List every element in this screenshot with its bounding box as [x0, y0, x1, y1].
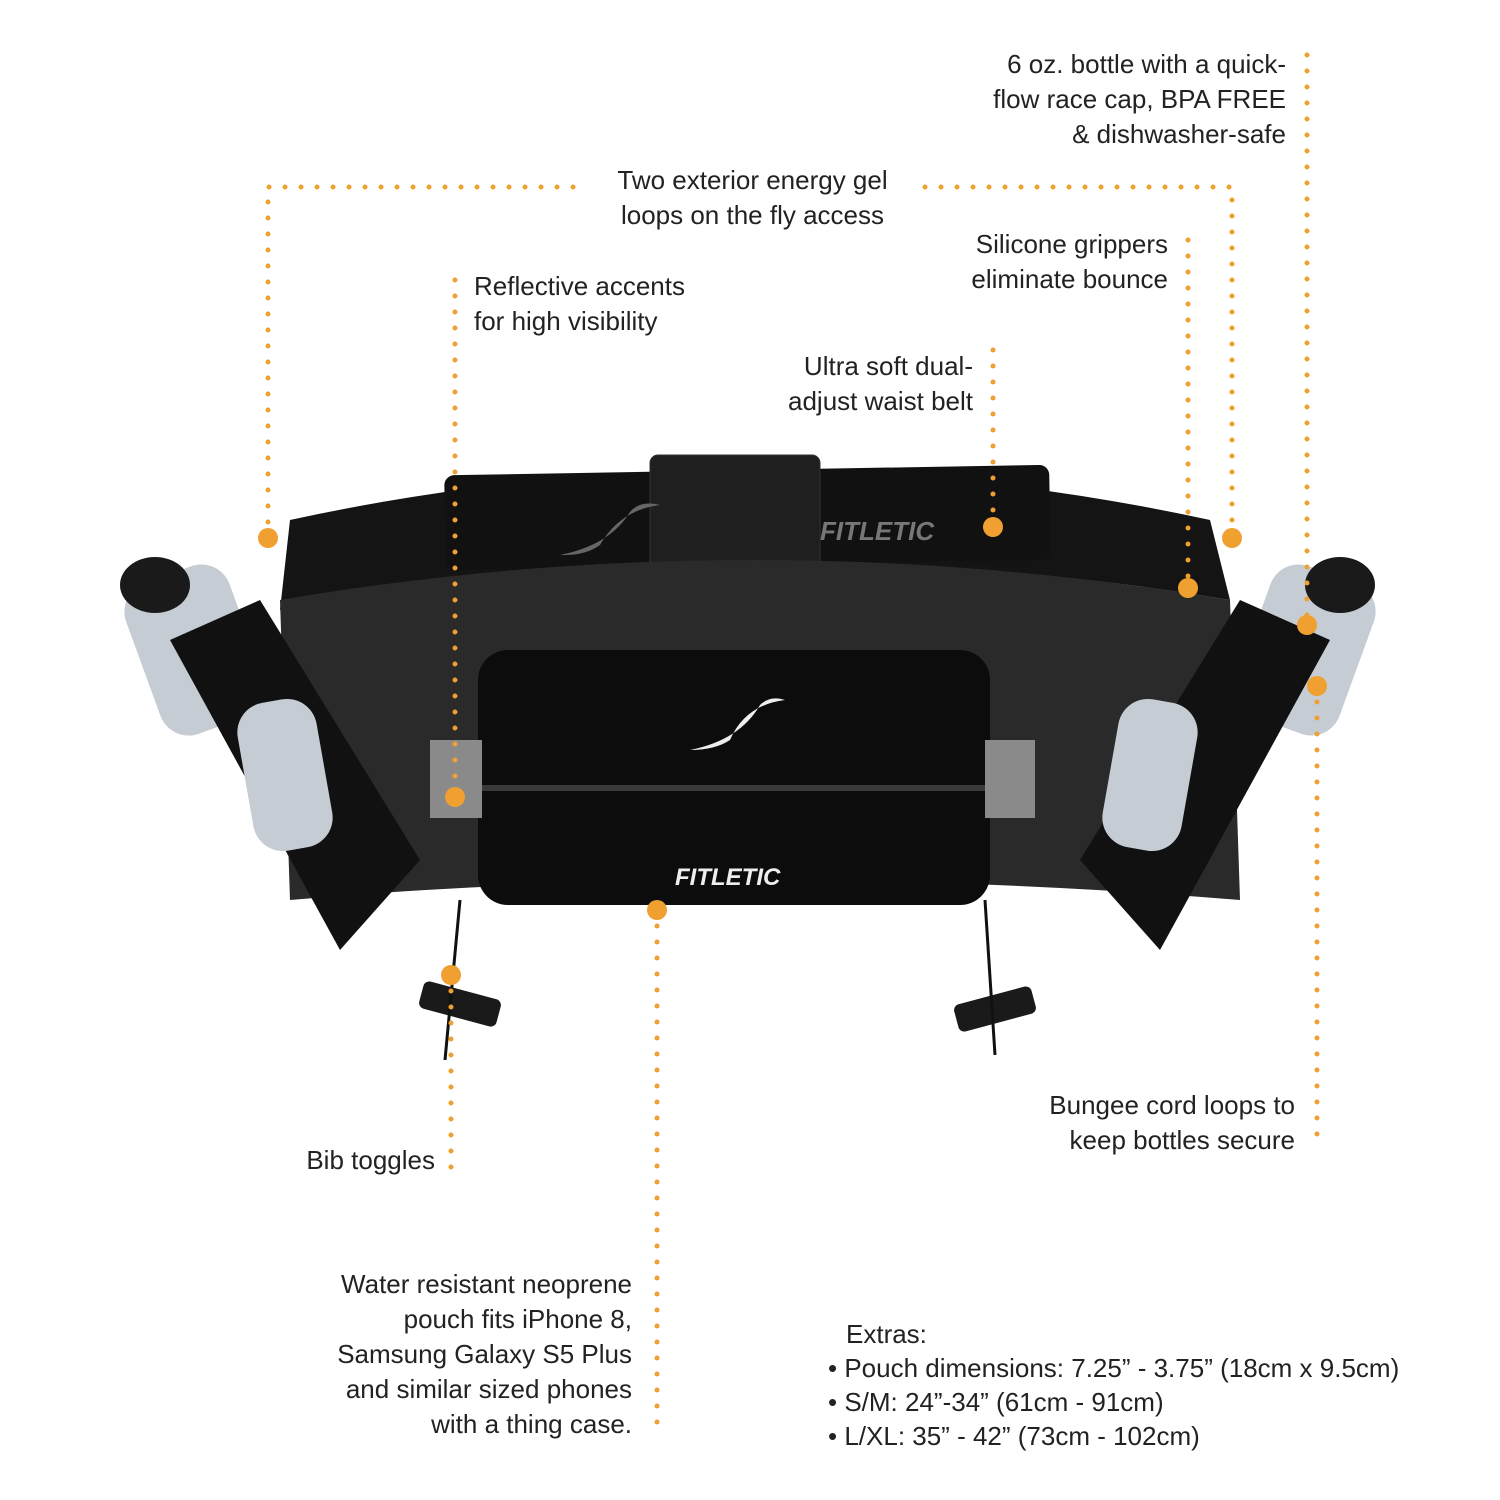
reflective-patch-right	[985, 740, 1035, 818]
extras-item-text: S/M: 24”-34” (61cm - 91cm)	[844, 1387, 1164, 1417]
neoprene-pouch	[478, 650, 990, 905]
right-bottle-cap	[1305, 557, 1375, 613]
callout-line: 6 oz. bottle with a quick-	[1007, 49, 1286, 79]
callout-reflective: Reflective accents for high visibility	[474, 269, 685, 339]
callout-dots	[258, 517, 1327, 985]
extras-item: • L/XL: 35” - 42” (73cm - 102cm)	[828, 1421, 1200, 1451]
extras-item-text: L/XL: 35” - 42” (73cm - 102cm)	[844, 1421, 1200, 1451]
callout-bib-toggles: Bib toggles	[306, 1143, 435, 1178]
callout-line: adjust waist belt	[788, 386, 973, 416]
extras-title: Extras:	[846, 1319, 927, 1349]
extras-item: • Pouch dimensions: 7.25” - 3.75” (18cm …	[828, 1353, 1400, 1383]
callout-line: Two exterior energy gel	[617, 165, 888, 195]
leader-lines	[265, 52, 1320, 1435]
callout-line: Water resistant neoprene	[341, 1269, 632, 1299]
callout-line: Samsung Galaxy S5 Plus	[337, 1339, 632, 1369]
callout-line: Reflective accents	[474, 271, 685, 301]
extras-item: • S/M: 24”-34” (61cm - 91cm)	[828, 1387, 1164, 1417]
left-bottle-cap	[120, 557, 190, 613]
callout-line: eliminate bounce	[971, 264, 1168, 294]
callout-line: flow race cap, BPA FREE	[993, 84, 1286, 114]
callout-silicone: Silicone grippers eliminate bounce	[971, 227, 1168, 297]
callout-line: keep bottles secure	[1069, 1125, 1295, 1155]
callout-line: Bungee cord loops to	[1049, 1090, 1295, 1120]
bib-toggle-right	[954, 986, 1036, 1032]
buckle	[649, 454, 821, 576]
callout-line: & dishwasher-safe	[1072, 119, 1286, 149]
extras-item-text: Pouch dimensions: 7.25” - 3.75” (18cm x …	[844, 1353, 1400, 1383]
callout-line: Silicone grippers	[975, 229, 1168, 259]
bib-toggle-left	[419, 981, 501, 1027]
extras-section: Extras: • Pouch dimensions: 7.25” - 3.75…	[828, 1317, 1399, 1453]
callout-line: and similar sized phones	[345, 1374, 632, 1404]
callout-gel-loops: Two exterior energy gel loops on the fly…	[590, 163, 915, 233]
callout-waist-belt: Ultra soft dual- adjust waist belt	[788, 349, 973, 419]
strap-brand: FITLETIC	[820, 516, 935, 546]
callout-line: Bib toggles	[306, 1145, 435, 1175]
callout-bungee: Bungee cord loops to keep bottles secure	[1049, 1088, 1295, 1158]
callout-pouch: Water resistant neoprene pouch fits iPho…	[337, 1267, 632, 1442]
callout-line: loops on the fly access	[620, 200, 885, 230]
right-bottle-holder	[1080, 600, 1330, 950]
callout-line: for high visibility	[474, 306, 658, 336]
callout-line: pouch fits iPhone 8,	[403, 1304, 632, 1334]
callout-line: Ultra soft dual-	[803, 351, 973, 381]
callout-bottle: 6 oz. bottle with a quick- flow race cap…	[993, 47, 1286, 152]
pouch-brand: FITLETIC	[675, 864, 781, 891]
callout-line: with a thing case.	[431, 1409, 632, 1439]
